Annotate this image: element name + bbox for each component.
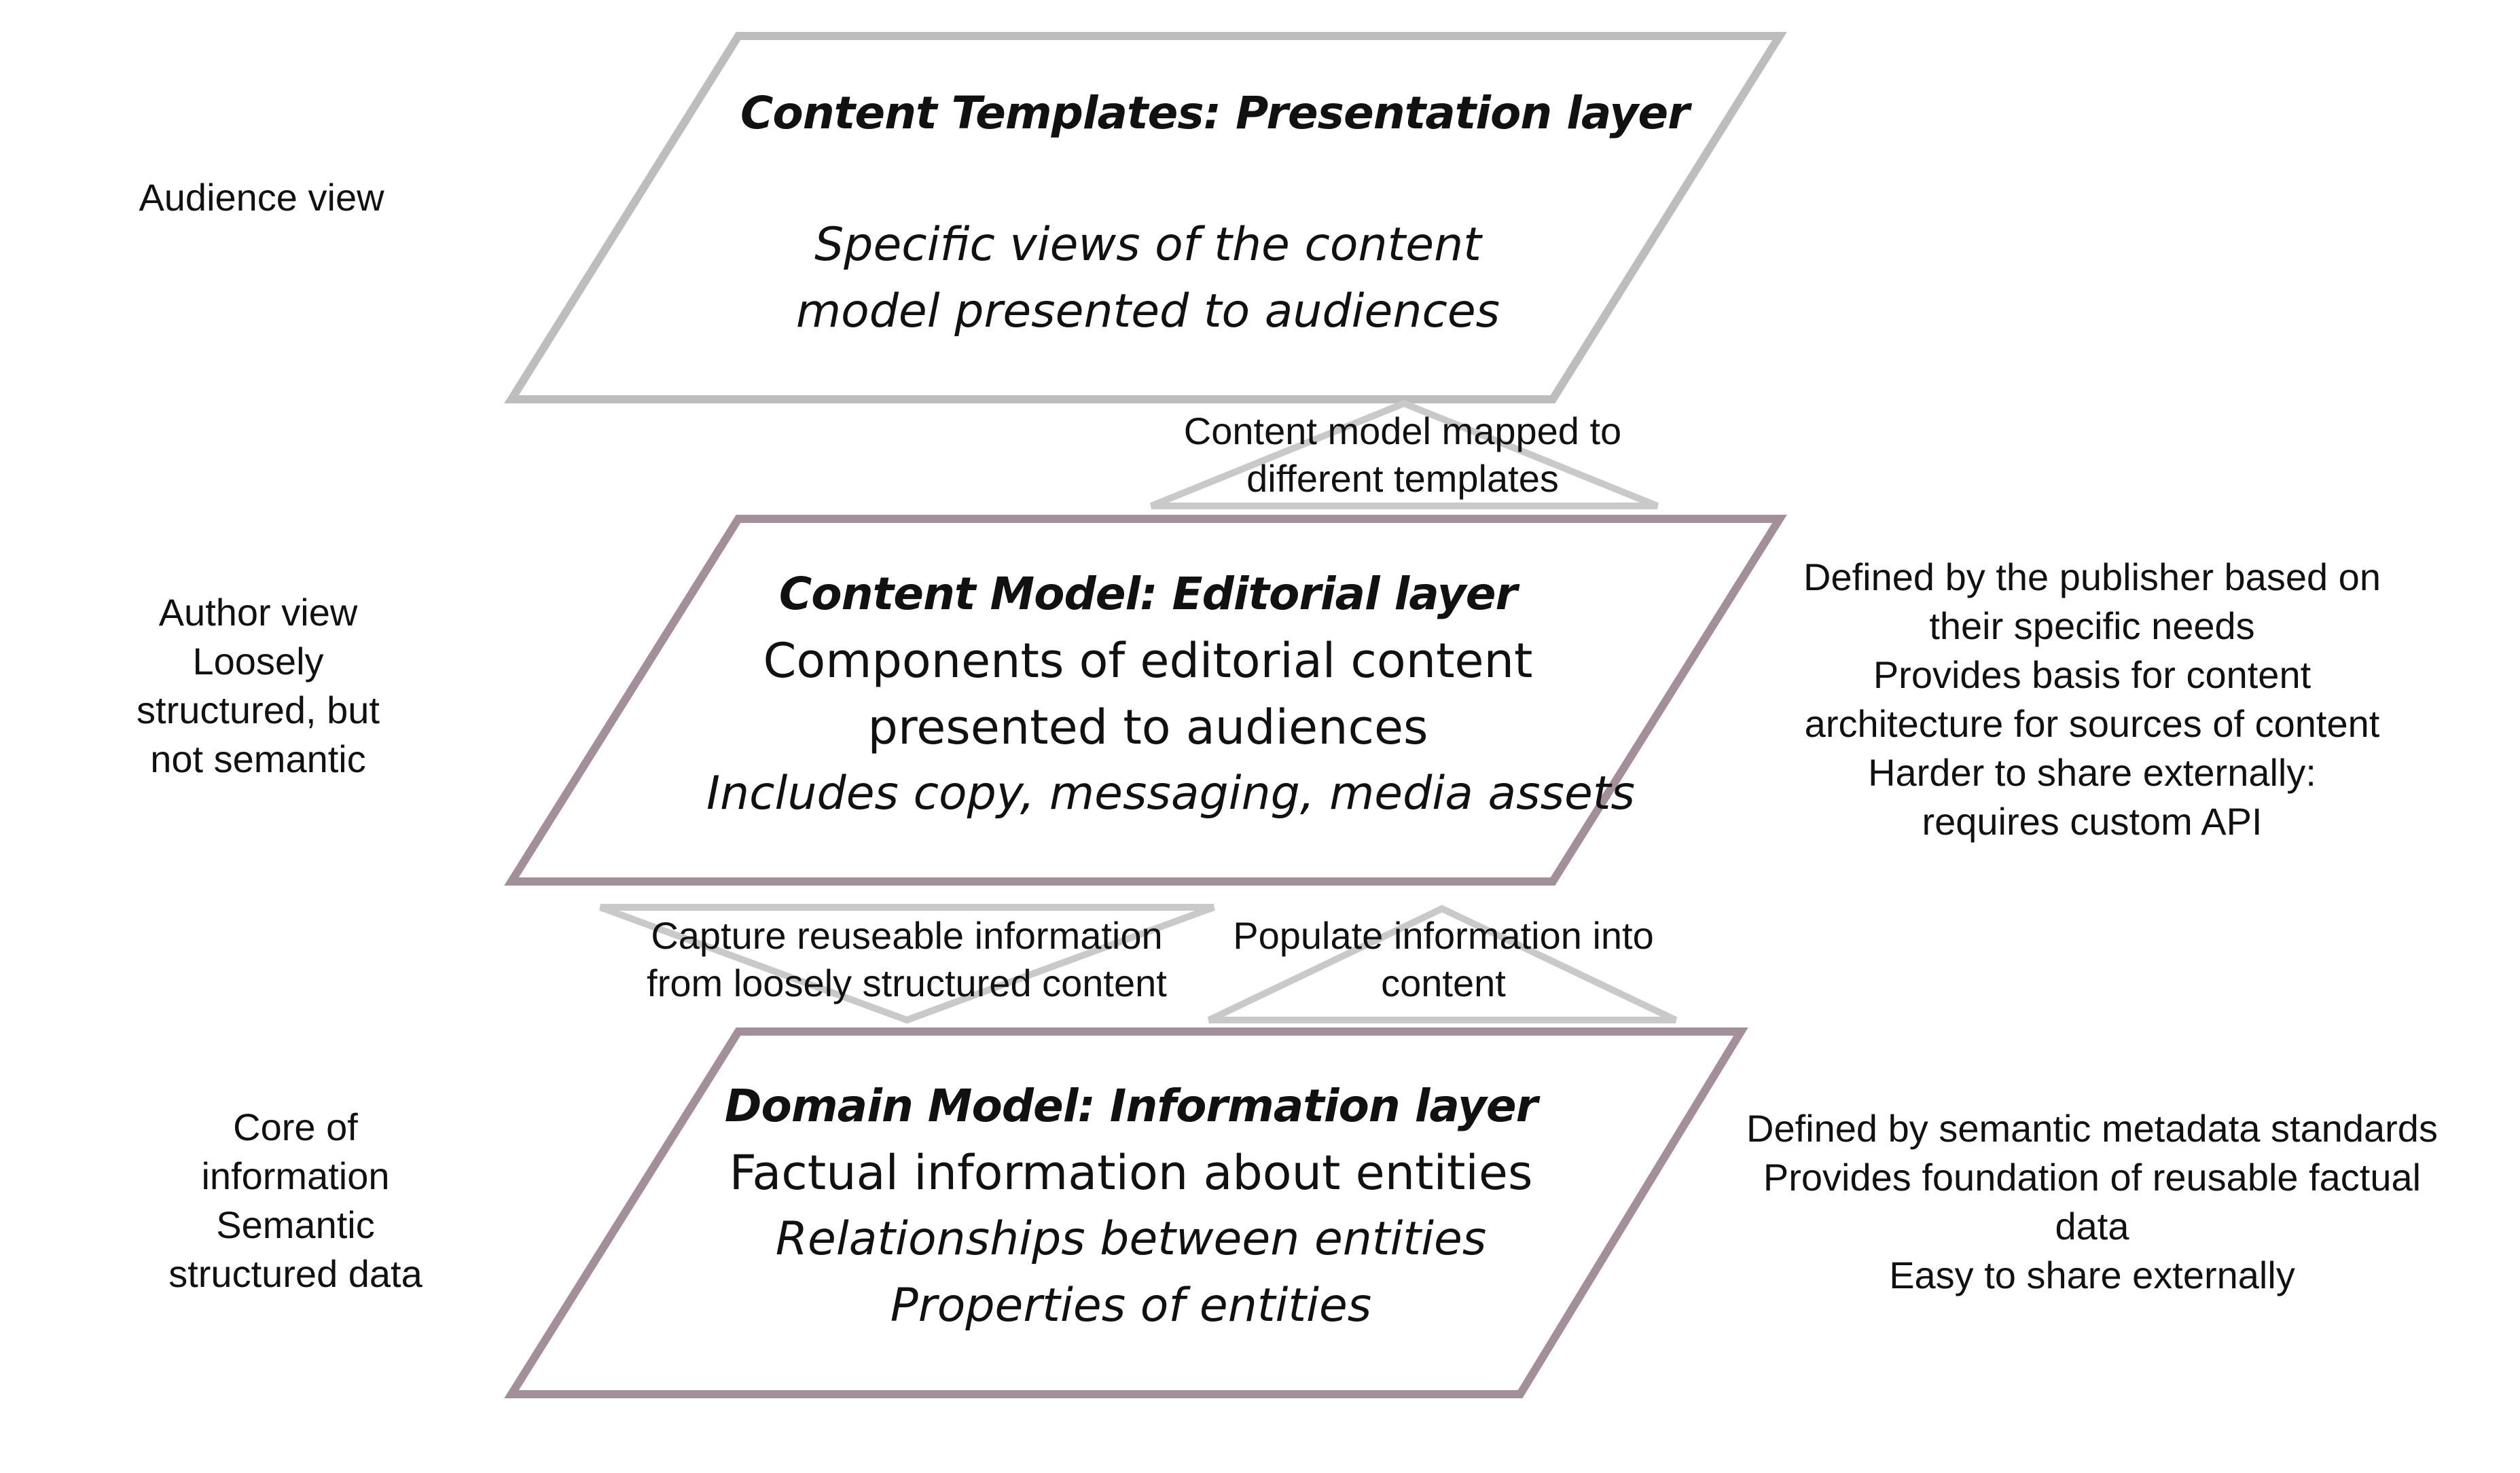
author-view-label: Author view Loosely structured, but not …: [137, 591, 380, 780]
information-right-note: Defined by semantic metadata standards P…: [1746, 1107, 2438, 1296]
editorial-layer-text: Content Model: Editorial layer Component…: [706, 561, 1635, 827]
populate-up-arrow: [1207, 905, 1678, 1023]
capture-down-arrow: [599, 904, 1215, 1024]
editorial-layer-shape: [504, 515, 1787, 886]
presentation-layer-shape: [504, 32, 1787, 403]
audience-view-label: Audience view: [139, 176, 384, 219]
information-layer-shape: [504, 1028, 1748, 1398]
editorial-layer-title: Content Model: Editorial layer: [778, 568, 1517, 620]
capture-connector-label: Capture reuseable information from loose…: [647, 914, 1167, 1004]
mapped-up-arrow: [1150, 399, 1659, 509]
editorial-right-note: Defined by the publisher based on their …: [1803, 556, 2381, 843]
presentation-layer-title: Content Templates: Presentation layer: [740, 87, 1690, 139]
core-info-label: Core of information Semantic structured …: [168, 1106, 422, 1295]
information-layer-title: Domain Model: Information layer: [724, 1080, 1538, 1132]
presentation-layer-text: Content Templates: Presentation layer Sp…: [740, 80, 1690, 345]
information-layer-text: Domain Model: Information layer Factual …: [706, 1073, 1555, 1339]
mapped-connector-label: Content model mapped to different templa…: [1183, 410, 1622, 500]
populate-connector-label: Populate information into content: [1233, 914, 1654, 1004]
